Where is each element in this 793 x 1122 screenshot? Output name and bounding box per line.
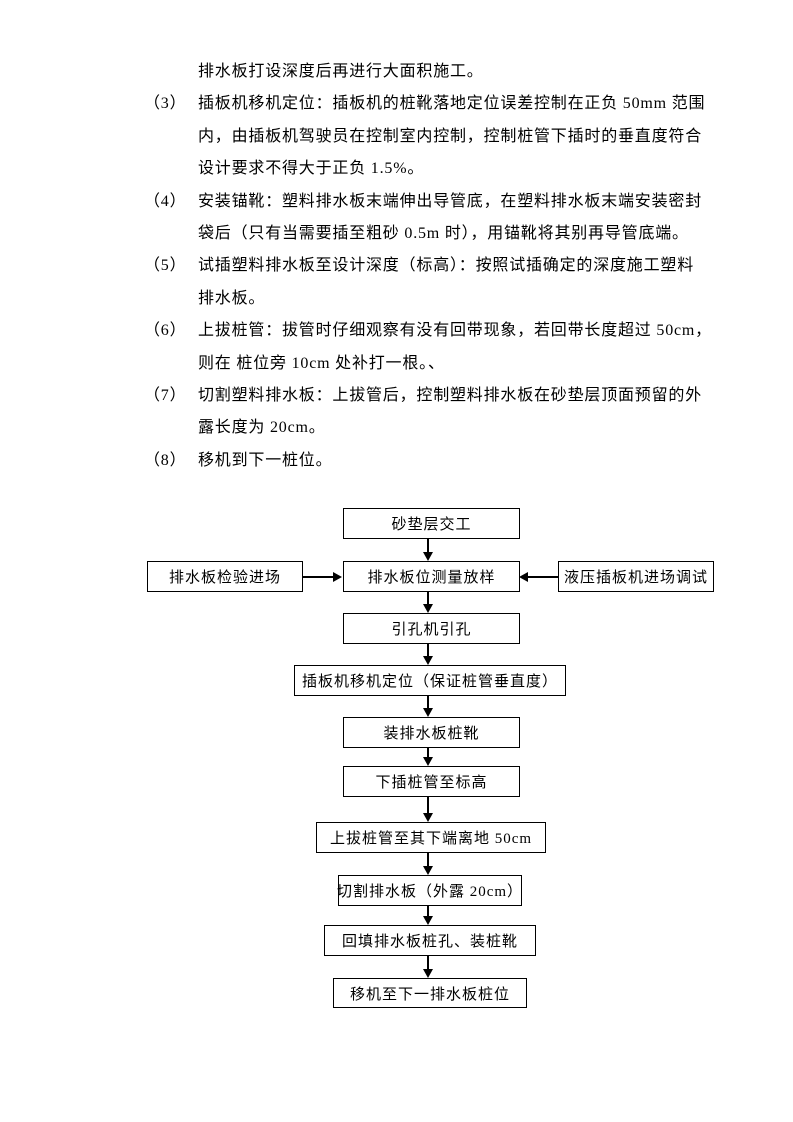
list-item-4: （4） 安装锚靴：塑料排水板末端伸出导管底，在塑料排水板末端安装密封 袋后（只有… [144,186,703,251]
text-line: 排水板打设深度后再进行大面积施工。 [198,63,484,80]
list-item-5: （5） 试插塑料排水板至设计深度（标高）：按照试插确定的深度施工塑料 排水板。 [144,250,695,315]
flow-node-sand-cushion: 砂垫层交工 [343,508,520,539]
arrow-left-icon [519,571,558,583]
arrow-down-icon [422,748,434,766]
list-item-7: （7） 切割塑料排水板：上拔管后，控制塑料排水板在砂垫层顶面预留的外 露长度为 … [144,380,703,445]
arrow-down-icon [422,906,434,925]
list-item-6: （6） 上拔桩管：拔管时仔细观察有没有回带现象，若回带长度超过 50cm， 则在… [144,315,712,380]
arrow-down-icon [422,539,434,561]
list-number: （4） [144,192,187,210]
flow-node-drain-board-inspection: 排水板检验进场 [147,561,303,592]
body-text: 排水板打设深度后再进行大面积施工。 （3） 插板机移机定位：插板机的桩靴落地定位… [144,56,712,477]
arrow-down-icon [422,797,434,822]
text-line: 试插塑料排水板至设计深度（标高）：按照试插确定的深度施工塑料 [198,257,695,275]
text-line: 排水板。 [198,289,266,307]
list-item-8: （8） 移机到下一桩位。 [144,445,684,477]
flow-node-move-next: 移机至下一排水板桩位 [333,978,527,1008]
arrow-down-icon [422,644,434,665]
text-line: 袋后（只有当需要插至粗砂 0.5m 时），用锚靴将其别再导管底端。 [198,224,689,242]
text-line: 切割塑料排水板：上拔管后，控制塑料排水板在砂垫层顶面预留的外 [198,386,703,404]
list-item-continuation: 排水板打设深度后再进行大面积施工。 [144,56,684,88]
arrow-down-icon [422,592,434,613]
list-number: （8） [144,451,187,469]
list-number: （5） [144,257,187,275]
list-number: （6） [144,322,187,340]
flow-node-pilot-hole: 引孔机引孔 [343,613,520,644]
arrow-down-icon [422,956,434,978]
flow-node-cut-board: 切割排水板（外露 20cm） [337,875,522,906]
list-number: （3） [144,95,187,113]
text-line: 设计要求不得大于正负 1.5%。 [198,160,425,178]
flow-node-pull-pipe: 上拔桩管至其下端离地 50cm [316,822,546,853]
list-item-3: （3） 插板机移机定位：插板机的桩靴落地定位误差控制在正负 50mm 范围 内，… [144,88,706,185]
flow-node-machine-debug: 液压插板机进场调试 [558,561,714,592]
flow-node-survey-layout: 排水板位测量放样 [343,561,520,592]
text-line: 插板机移机定位：插板机的桩靴落地定位误差控制在正负 50mm 范围 [198,95,706,113]
text-line: 内，由插板机驾驶员在控制室内控制，控制桩管下插时的垂直度符合 [198,127,703,145]
text-line: 露长度为 20cm。 [198,419,326,437]
arrow-down-icon [422,853,434,875]
text-line: 移机到下一桩位。 [198,451,333,469]
flow-node-insert-pipe: 下插桩管至标高 [343,766,520,797]
list-number: （7） [144,386,187,404]
text-line: 则在 桩位旁 10cm 处补打一根。、 [198,354,445,372]
flow-node-backfill: 回填排水板桩孔、装桩靴 [324,925,536,956]
text-line: 安装锚靴：塑料排水板末端伸出导管底，在塑料排水板末端安装密封 [198,192,703,210]
text-line: 上拔桩管：拔管时仔细观察有没有回带现象，若回带长度超过 50cm， [198,322,712,340]
flow-node-install-shoe: 装排水板桩靴 [343,717,520,748]
arrow-down-icon [422,696,434,717]
flow-node-reposition: 插板机移机定位（保证桩管垂直度） [294,665,566,696]
arrow-right-icon [303,571,342,583]
